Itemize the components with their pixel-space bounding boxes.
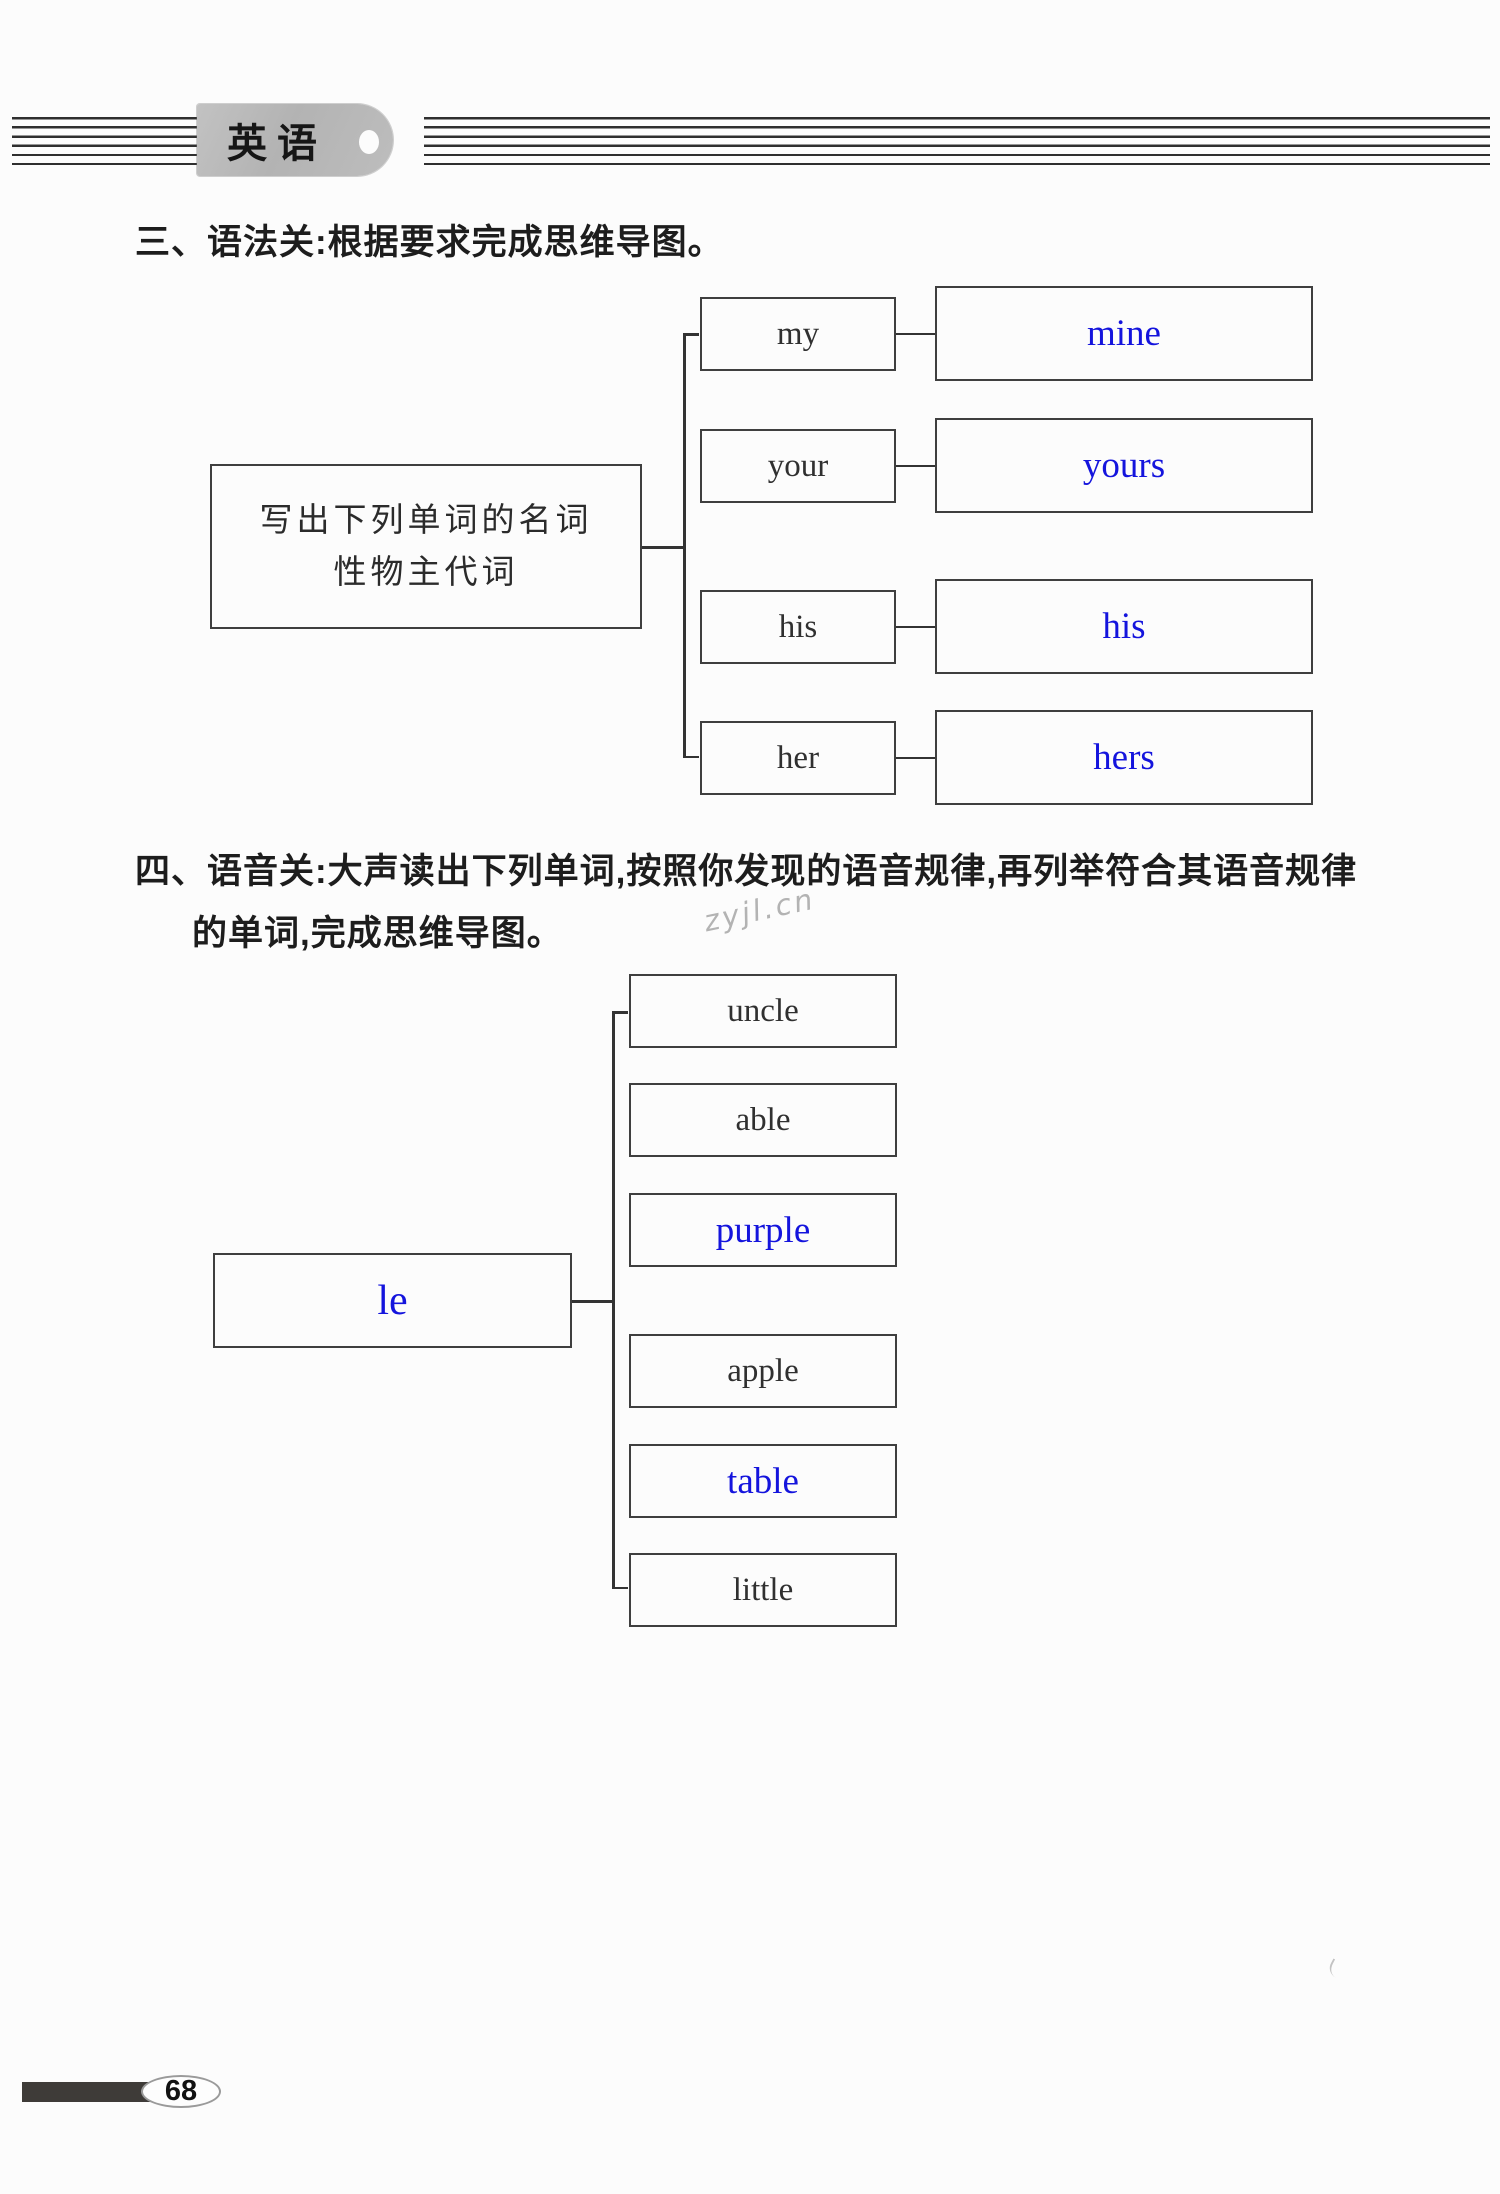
grammar-prompt-label: his: [778, 608, 818, 645]
grammar-row-connector: [896, 625, 935, 628]
grammar-prompt-box-your: your: [700, 429, 896, 503]
grammar-row-connector: [896, 464, 935, 467]
grammar-answer-box-yours[interactable]: yours: [935, 418, 1313, 513]
phonics-root-box[interactable]: le: [213, 1253, 572, 1348]
phonics-word-text: apple: [727, 1352, 799, 1389]
phonics-word-box-purple[interactable]: purple: [629, 1193, 897, 1267]
phonics-word-box-apple: apple: [629, 1334, 897, 1408]
phonics-word-text: little: [732, 1571, 794, 1608]
grammar-prompt-box-his: his: [700, 590, 896, 664]
grammar-prompt-label: her: [776, 739, 820, 776]
section3-heading: 三、语法关:根据要求完成思维导图。: [135, 223, 724, 262]
grammar-answer-text: mine: [1087, 313, 1161, 354]
grammar-answer-text: hers: [1093, 737, 1155, 778]
grammar-prompt-box-my: my: [700, 297, 896, 371]
phonics-root-label: le: [377, 1277, 408, 1324]
grammar-bracket-line: [683, 333, 686, 758]
header-rule-lines-right: [424, 117, 1490, 165]
phonics-word-text: table: [727, 1460, 799, 1502]
phonics-word-box-table[interactable]: table: [629, 1444, 897, 1518]
phonics-word-text: able: [735, 1101, 791, 1138]
grammar-prompt-label: your: [767, 447, 829, 484]
subject-tag: 英语: [197, 104, 393, 176]
tag-hole-icon: [359, 130, 379, 154]
page-number: 68: [164, 2075, 198, 2107]
scan-stray-mark: [1325, 1958, 1344, 1978]
phonics-word-box-uncle: uncle: [629, 974, 897, 1048]
grammar-row-connector: [896, 332, 935, 335]
grammar-bracket-hook-top: [683, 333, 699, 336]
grammar-root-line2: 性物主代词: [333, 554, 519, 591]
footer-bar: [22, 2082, 150, 2102]
grammar-prompt-label: my: [776, 315, 820, 352]
phonics-bracket-hook-bottom: [612, 1586, 628, 1589]
page-number-oval: 68: [141, 2075, 221, 2108]
grammar-answer-box-his[interactable]: his: [935, 579, 1313, 674]
grammar-answer-text: his: [1102, 606, 1146, 647]
phonics-word-box-able: able: [629, 1083, 897, 1157]
phonics-word-box-little: little: [629, 1553, 897, 1627]
grammar-root-box: 写出下列单词的名词 性物主代词: [210, 464, 642, 629]
grammar-root-connector: [642, 546, 684, 549]
header-rule-lines-left: [12, 117, 197, 165]
grammar-answer-text: yours: [1082, 445, 1166, 486]
grammar-answer-box-hers[interactable]: hers: [935, 710, 1313, 805]
subject-tag-label: 英语: [227, 122, 327, 166]
grammar-answer-box-mine[interactable]: mine: [935, 286, 1313, 381]
phonics-bracket-hook-top: [612, 1011, 628, 1014]
grammar-root-line1: 写出下列单词的名词: [259, 502, 593, 539]
phonics-word-text: purple: [715, 1209, 811, 1251]
phonics-bracket-line: [612, 1011, 615, 1589]
phonics-root-connector: [572, 1300, 613, 1303]
phonics-word-text: uncle: [727, 992, 799, 1029]
grammar-bracket-hook-bottom: [683, 755, 699, 758]
section4-heading-line1: 四、语音关:大声读出下列单词,按照你发现的语音规律,再列举符合其语音规律: [135, 852, 1358, 891]
section4-heading-line2: 的单词,完成思维导图。: [192, 914, 563, 953]
grammar-row-connector: [896, 756, 935, 759]
grammar-prompt-box-her: her: [700, 721, 896, 795]
